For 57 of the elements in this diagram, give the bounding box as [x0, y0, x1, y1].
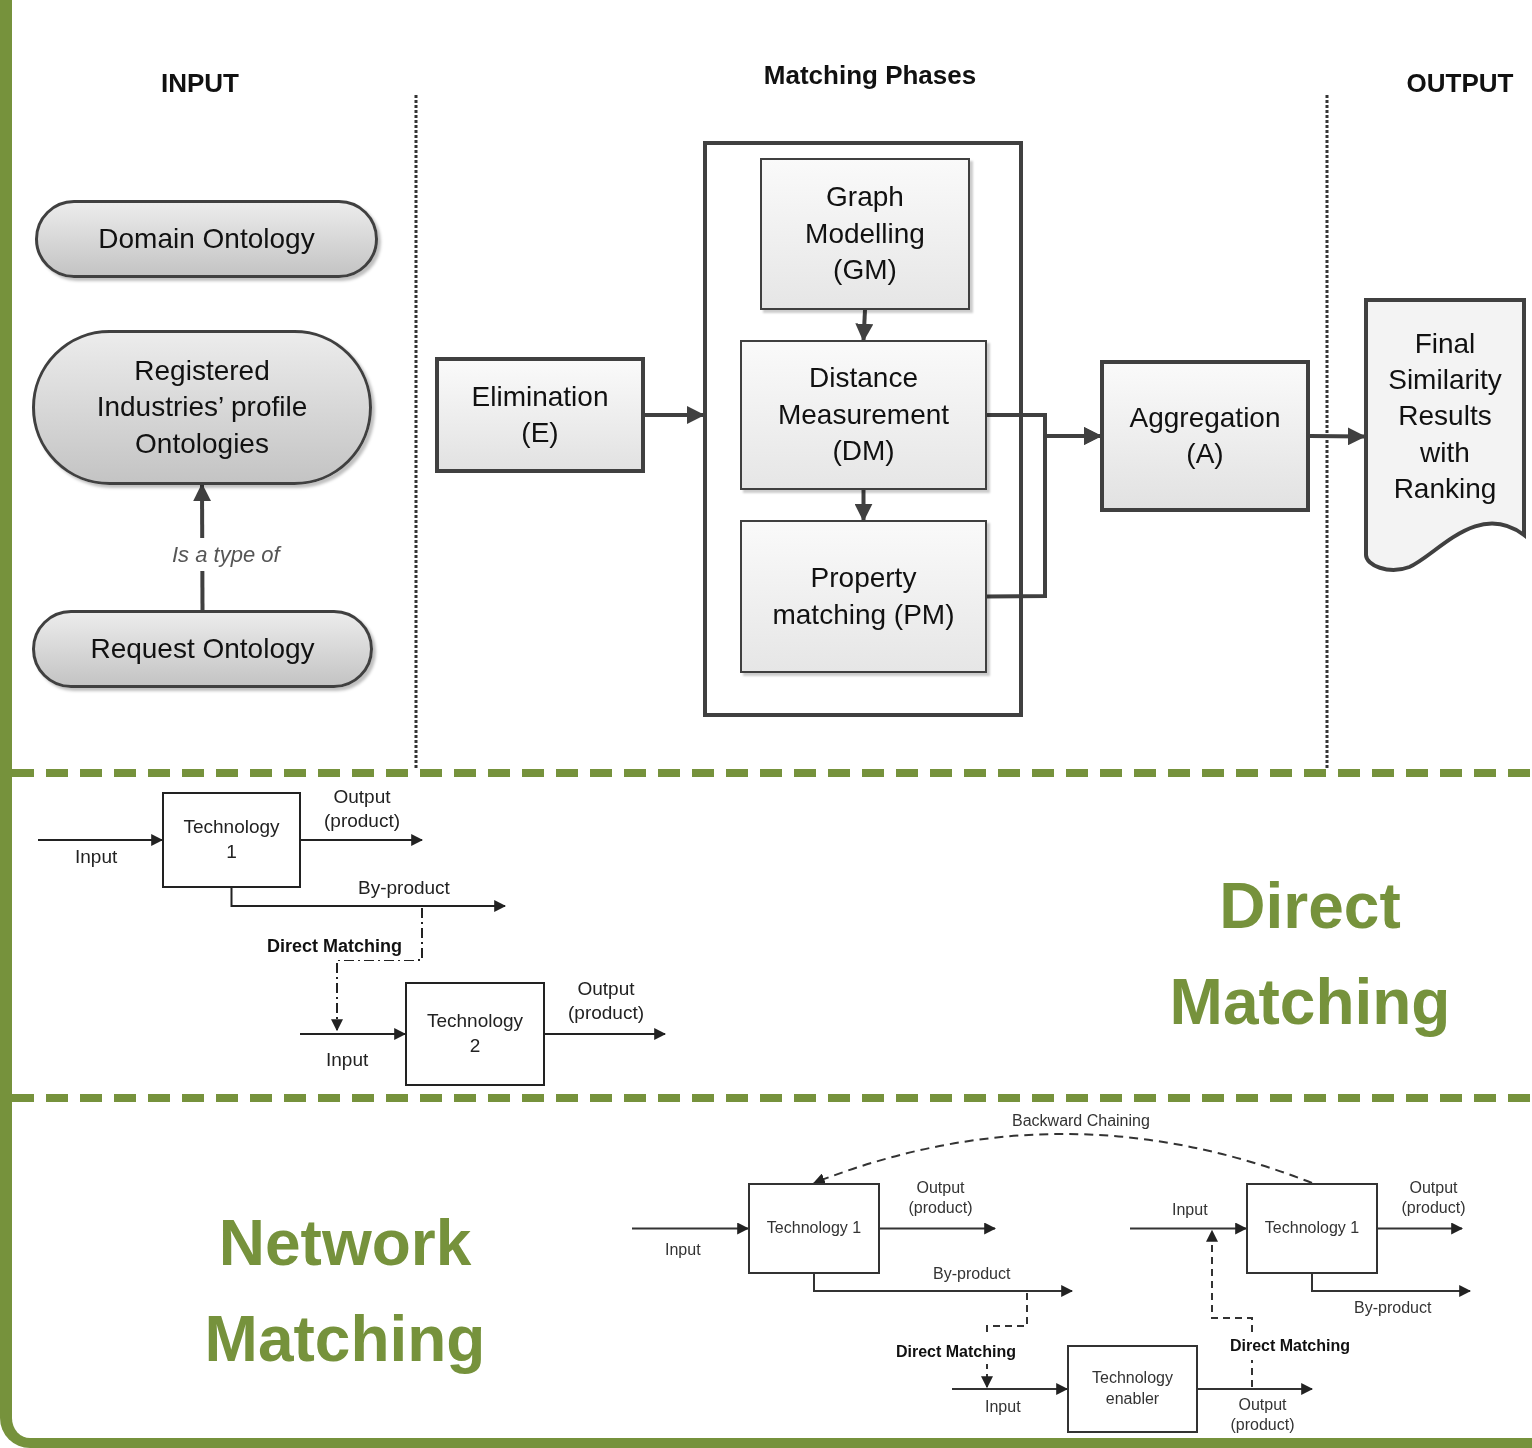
column-heading: INPUT [160, 67, 240, 100]
phase-group-box [703, 141, 1023, 717]
ontology-pill [35, 200, 378, 278]
node-label: Technology enabler [1091, 1368, 1174, 1409]
process-box [1100, 360, 1310, 512]
arrow [1311, 1273, 1472, 1297]
technology-box [1246, 1183, 1378, 1274]
arrow [1129, 1222, 1248, 1235]
arrow [631, 1222, 750, 1235]
arrow [37, 834, 164, 846]
node-label: Technology 1 [766, 1218, 862, 1239]
edge-label: Input [985, 1397, 1021, 1417]
arrow [1309, 427, 1366, 446]
arrow [951, 1383, 1069, 1395]
node-label: Final Similarity Results with Ranking [1387, 326, 1503, 507]
node-label: Technology 1 [182, 815, 281, 864]
edge-label: Backward Chaining [1012, 1111, 1150, 1131]
arrow [1377, 1222, 1464, 1235]
arrow [1197, 1383, 1314, 1395]
node-label: Aggregation (A) [1128, 400, 1282, 471]
arrow [879, 1222, 997, 1235]
technology-box [1067, 1345, 1198, 1433]
arrow [300, 834, 424, 846]
arrow [645, 406, 705, 424]
process-box [435, 357, 645, 473]
column-heading: OUTPUT [1405, 67, 1515, 100]
ontology-pill [32, 610, 373, 688]
arrow [855, 309, 874, 342]
node-label: Request Ontology [90, 631, 315, 666]
arrow [299, 1028, 407, 1040]
section-title: Network Matching [203, 1206, 487, 1377]
technology-box [405, 982, 545, 1086]
arrow [230, 887, 507, 912]
document-shape [1364, 298, 1526, 575]
edge-label: By-product [1354, 1298, 1432, 1318]
edge-label: Input [1172, 1200, 1208, 1220]
node-label: Property matching (PM) [771, 561, 956, 632]
arrow [544, 1028, 667, 1040]
arrow [813, 1273, 1074, 1297]
node-label: Elimination (E) [470, 379, 610, 450]
node-label: Graph Modelling (GM) [804, 180, 926, 288]
node-label: Domain Ontology [98, 221, 315, 256]
dashed-arrow [812, 1133, 1313, 1185]
technology-box [162, 792, 301, 888]
node-label: Registered Industries’ profile Ontologies [95, 353, 309, 461]
phase-box [740, 340, 987, 490]
phase-box [740, 520, 987, 673]
node-label: Technology 2 [425, 1009, 525, 1058]
section-title: Direct Matching [1168, 869, 1452, 1040]
arrow [854, 490, 873, 522]
node-label: Technology 1 [1264, 1218, 1360, 1239]
node-label: Distance Measurement (DM) [776, 361, 951, 469]
edge-label: By-product [933, 1264, 1011, 1284]
phase-box [760, 158, 970, 310]
column-heading: Matching Phases [762, 59, 978, 92]
edge-label: Input [665, 1240, 701, 1260]
technology-box [748, 1183, 880, 1274]
